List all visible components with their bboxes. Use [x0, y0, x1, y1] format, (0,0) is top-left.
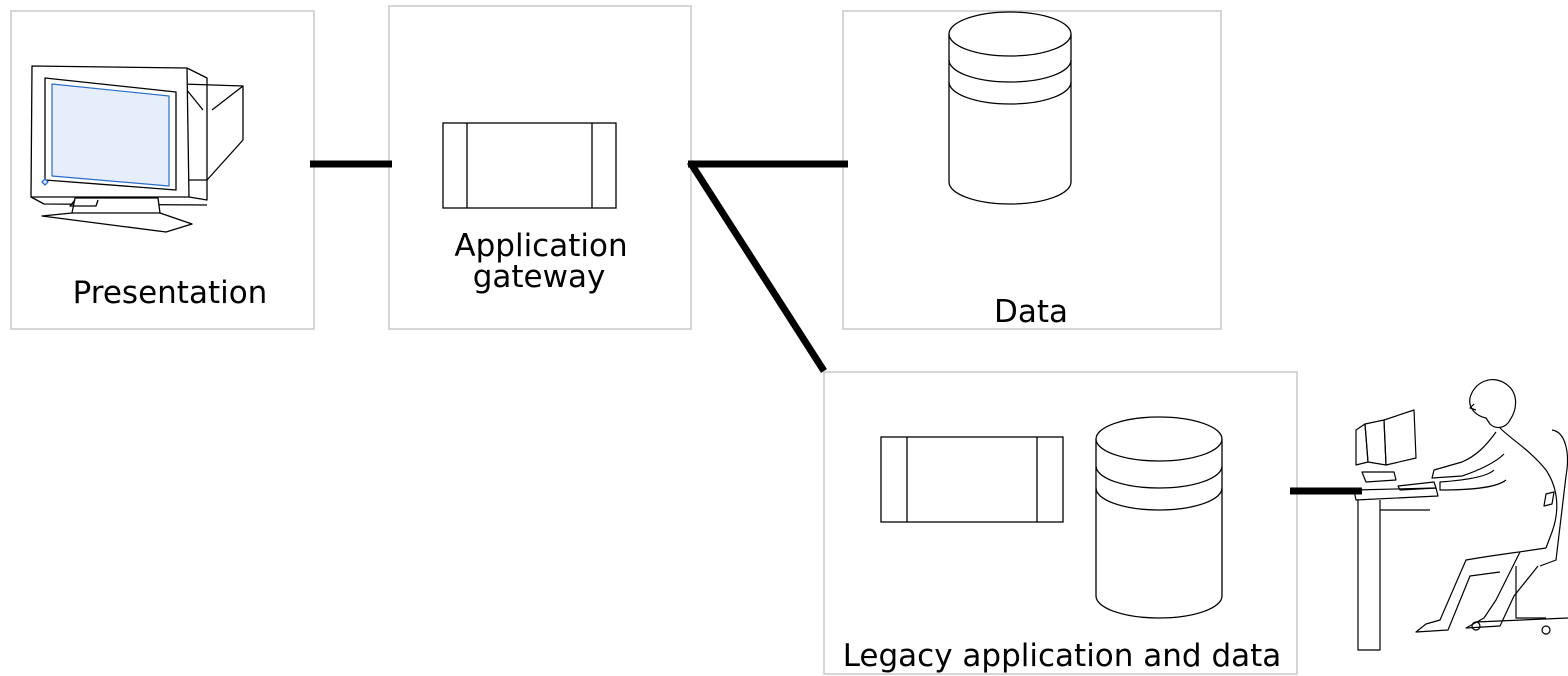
presentation-tier: Presentation	[10, 10, 315, 330]
presentation-label: Presentation	[73, 275, 268, 311]
gateway-label-line1: Application	[454, 228, 627, 264]
connectors	[310, 160, 1362, 495]
connector-gateway-legacy	[687, 160, 827, 373]
gateway-label-line2: gateway	[473, 259, 606, 295]
legacy-tier: Legacy application and data	[823, 371, 1298, 675]
crt-monitor-icon	[30, 65, 244, 233]
legacy-label: Legacy application and data	[843, 638, 1282, 674]
data-box	[842, 10, 1222, 330]
legacy-application-module-icon	[880, 436, 1064, 523]
application-module-icon	[442, 122, 617, 209]
data-tier: Data	[842, 10, 1222, 330]
data-label: Data	[994, 294, 1068, 330]
database-cylinder-icon	[948, 11, 1072, 205]
legacy-database-cylinder-icon	[1095, 416, 1223, 619]
presentation-box	[10, 10, 315, 330]
person-at-terminal-icon	[1353, 379, 1568, 651]
legacy-box	[823, 371, 1298, 675]
